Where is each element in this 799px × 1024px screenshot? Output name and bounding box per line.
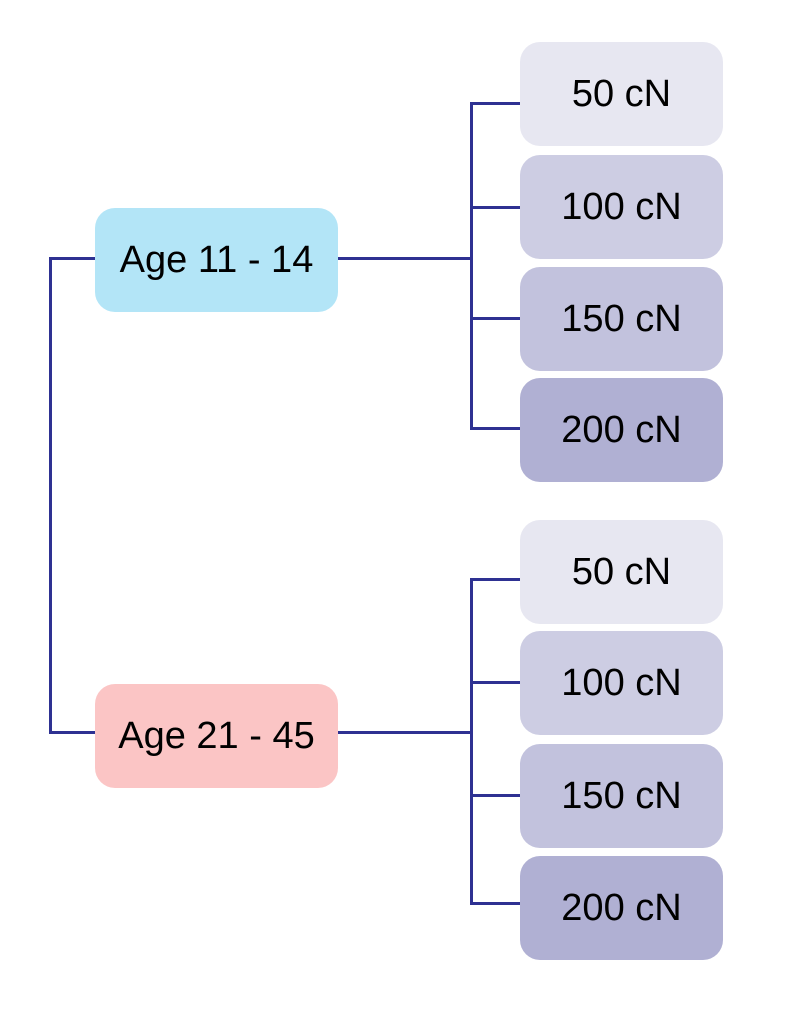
- connector-branch-group1-50cn: [470, 102, 522, 105]
- connector-children-trunk-group1: [470, 102, 473, 430]
- force-label-group1-50cn: 50 cN: [571, 73, 672, 115]
- connector-branch-group2-100cn: [470, 681, 522, 684]
- age-21-45-label: Age 21 - 45: [118, 715, 315, 757]
- force-node-group2-200cn: 200 cN: [520, 856, 723, 960]
- force-label-group2-150cn: 150 cN: [561, 775, 682, 817]
- force-label-group2-100cn: 100 cN: [561, 662, 682, 704]
- age-11-14-label: Age 11 - 14: [119, 239, 314, 281]
- age-11-14-node: Age 11 - 14: [95, 208, 338, 312]
- connector-stub-age-11-14: [49, 257, 97, 260]
- connector-left-trunk: [49, 257, 52, 734]
- force-label-group1-200cn: 200 cN: [561, 409, 682, 451]
- force-label-group2-50cn: 50 cN: [571, 551, 672, 593]
- connector-age-21-45-to-children: [337, 731, 473, 734]
- force-node-group1-50cn: 50 cN: [520, 42, 723, 146]
- force-label-group2-200cn: 200 cN: [561, 887, 682, 929]
- connector-branch-group2-50cn: [470, 578, 522, 581]
- connector-branch-group2-200cn: [470, 902, 522, 905]
- force-label-group1-150cn: 150 cN: [561, 298, 682, 340]
- force-node-group2-100cn: 100 cN: [520, 631, 723, 735]
- force-label-group1-100cn: 100 cN: [561, 186, 682, 228]
- connector-branch-group1-150cn: [470, 317, 522, 320]
- connector-children-trunk-group2: [470, 578, 473, 905]
- connector-stub-age-21-45: [49, 731, 97, 734]
- force-node-group1-150cn: 150 cN: [520, 267, 723, 371]
- force-node-group2-50cn: 50 cN: [520, 520, 723, 624]
- connector-branch-group2-150cn: [470, 794, 522, 797]
- force-node-group1-100cn: 100 cN: [520, 155, 723, 259]
- connector-branch-group1-200cn: [470, 427, 522, 430]
- force-node-group1-200cn: 200 cN: [520, 378, 723, 482]
- connector-age-11-14-to-children: [337, 257, 473, 260]
- age-21-45-node: Age 21 - 45: [95, 684, 338, 788]
- connector-branch-group1-100cn: [470, 206, 522, 209]
- force-node-group2-150cn: 150 cN: [520, 744, 723, 848]
